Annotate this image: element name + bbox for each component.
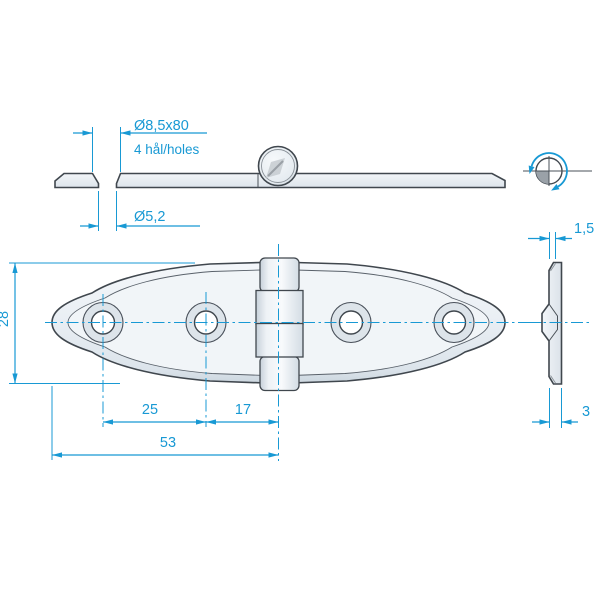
logo-watermark-icon — [266, 158, 285, 178]
dim-label-53: 53 — [160, 435, 176, 451]
plate-section-left — [54, 172, 100, 189]
plate-section-right — [115, 172, 506, 189]
dim-25: 25 — [103, 402, 206, 425]
pin-end-view — [523, 152, 592, 191]
dim-label-height: 28 — [0, 311, 12, 327]
hinge-knuckle-inner-ring — [261, 149, 295, 183]
chamfer-facet-line — [550, 263, 556, 272]
dim-label-25: 25 — [142, 402, 158, 418]
dim-17: 17 — [206, 402, 279, 425]
dim-hole-diameter: Ø5,2 — [80, 191, 200, 231]
dim-53: 53 — [51, 386, 279, 460]
knuckle-segment — [255, 322, 304, 358]
profile-outline — [541, 261, 563, 385]
front-view: 28 25 17 53 — [0, 244, 545, 461]
dim-label-hole-diameter: Ø5,2 — [134, 209, 165, 225]
top-side-view: Ø8,5x80 4 hål/holes Ø5,2 — [54, 118, 506, 231]
note-label-holes: 4 hål/holes — [134, 142, 200, 157]
dim-height-28: 28 — [0, 262, 195, 384]
profile-view: 1,5 3 — [528, 221, 594, 428]
dim-countersink: Ø8,5x80 4 hål/holes — [73, 118, 207, 172]
knuckle-segment — [255, 289, 304, 325]
knuckle-segment — [259, 355, 300, 392]
knuckle-segment — [259, 257, 300, 293]
rotation-arrow-icon — [528, 152, 568, 191]
pin-cross-symbol — [534, 156, 564, 186]
dim-thickness-3: 3 — [532, 388, 590, 428]
dim-label-3: 3 — [582, 404, 590, 420]
dim-label-17: 17 — [235, 402, 251, 418]
knuckle-barrel — [255, 257, 304, 392]
dim-thickness-15: 1,5 — [528, 221, 594, 259]
dim-label-countersink: Ø8,5x80 — [134, 118, 189, 134]
chamfer-facet-line — [550, 375, 556, 384]
dim-label-15: 1,5 — [574, 221, 594, 237]
